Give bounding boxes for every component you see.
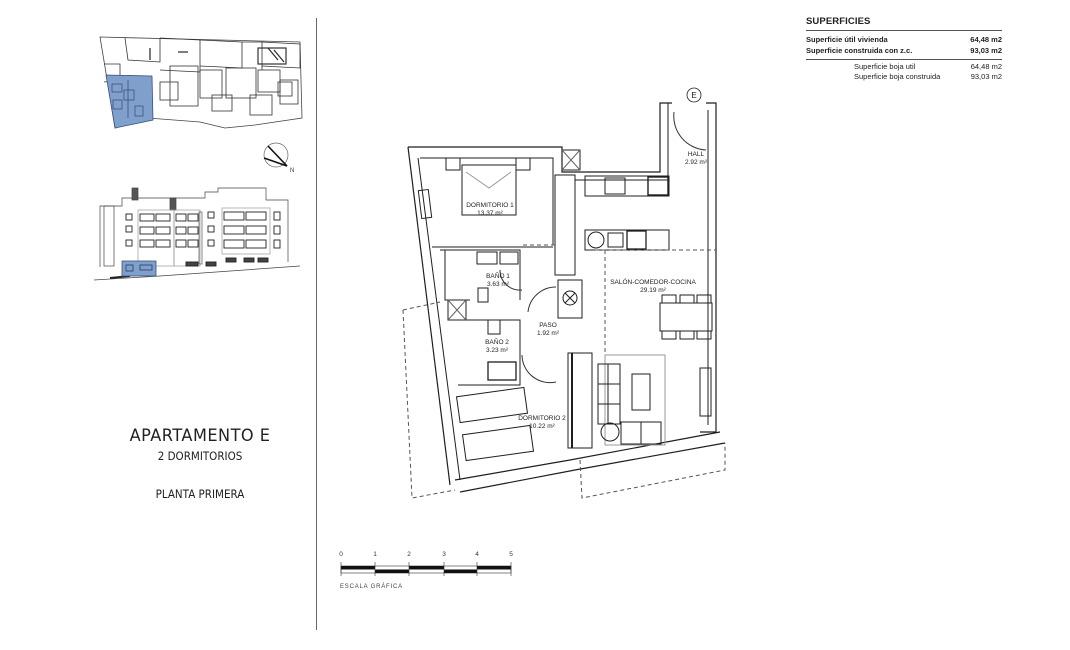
surface-label: Superficie boja util (854, 62, 916, 71)
scale-caption: ESCALA GRÁFICA (340, 584, 403, 590)
room-name: HALL (687, 151, 705, 158)
apartment-floor: PLANTA PRIMERA (155, 487, 245, 501)
surface-label: Superficie construida con z.c. (806, 46, 913, 55)
room-label-paso: PASO 1.92 m² (528, 322, 568, 338)
surfaces-title: SUPERFICIES (806, 16, 1002, 31)
room-area: 13.37 m² (477, 210, 503, 217)
apartment-bedrooms: 2 DORMITORIOS (157, 449, 243, 463)
surface-value: 93,03 m2 (970, 46, 1002, 55)
surface-value: 64,48 m2 (970, 62, 1002, 71)
scale-tick: 1 (373, 551, 377, 558)
surface-label: Superficie útil vivienda (806, 35, 888, 44)
floor-plan (402, 102, 726, 499)
compass-icon: N (263, 142, 294, 174)
surfaces-sub: Superficie boja util 64,48 m2 Superficie… (806, 60, 1002, 82)
room-area: 29.19 m² (640, 287, 666, 294)
room-label-dormitorio-2: DORMITORIO 2 10.22 m² (512, 415, 572, 431)
panel-divider (316, 18, 317, 630)
room-name: DORMITORIO 2 (518, 415, 566, 422)
surfaces-main: Superficie útil vivienda 64,48 m2 Superf… (806, 31, 1002, 60)
svg-text:E: E (691, 91, 696, 100)
scale-tick: 5 (509, 551, 513, 558)
key-plan-highlight-detail (111, 80, 144, 118)
scale-tick: 4 (475, 551, 479, 558)
building-elevation (93, 187, 301, 281)
scale-tick: 0 (339, 551, 343, 558)
room-name: SALÓN-COMEDOR-COCINA (610, 279, 696, 286)
surface-row: Superficie construida con z.c. 93,03 m2 (806, 45, 1002, 56)
room-area: 10.22 m² (529, 423, 555, 430)
room-name: PASO (539, 322, 557, 329)
room-label-hall: HALL 2.92 m² (678, 151, 714, 167)
surfaces-table: SUPERFICIES Superficie útil vivienda 64,… (806, 16, 1002, 82)
room-name: DORMITORIO 1 (466, 202, 514, 209)
room-area: 3.63 m² (486, 281, 510, 288)
room-area: 1.92 m² (536, 330, 560, 337)
surface-row: Superficie boja util 64,48 m2 (806, 62, 1002, 72)
room-area: 3.23 m² (485, 347, 509, 354)
surface-row: Superficie boja construida 93,03 m2 (806, 72, 1002, 82)
room-label-dormitorio-1: DORMITORIO 1 13.37 m² (460, 202, 520, 218)
apartment-title-block: APARTAMENTO E 2 DORMITORIOS PLANTA PRIME… (100, 426, 300, 501)
key-plan-highlight (105, 74, 154, 129)
surface-label: Superficie boja construida (854, 72, 941, 81)
apartment-title: APARTAMENTO E (129, 426, 271, 446)
svg-text:N: N (290, 168, 294, 174)
room-name: BAÑO 1 (486, 273, 510, 280)
elevation-highlight (121, 260, 157, 277)
room-name: BAÑO 2 (485, 339, 509, 346)
scale-tick: 2 (407, 551, 411, 558)
room-label-salon-comedor-cocina: SALÓN-COMEDOR-COCINA 29.19 m² (608, 279, 698, 295)
elevation-highlight-windows (125, 264, 153, 272)
surface-value: 93,03 m2 (970, 72, 1002, 81)
surface-value: 64,48 m2 (970, 35, 1002, 44)
room-label-bano-2: BAÑO 2 3.23 m² (477, 339, 517, 355)
room-area: 2.92 m² (684, 159, 708, 166)
room-label-bano-1: BAÑO 1 3.63 m² (478, 273, 518, 289)
entrance-marker: E (686, 87, 702, 103)
scale-bar (340, 562, 512, 576)
surface-row: Superficie útil vivienda 64,48 m2 (806, 34, 1002, 45)
scale-tick: 3 (442, 551, 446, 558)
